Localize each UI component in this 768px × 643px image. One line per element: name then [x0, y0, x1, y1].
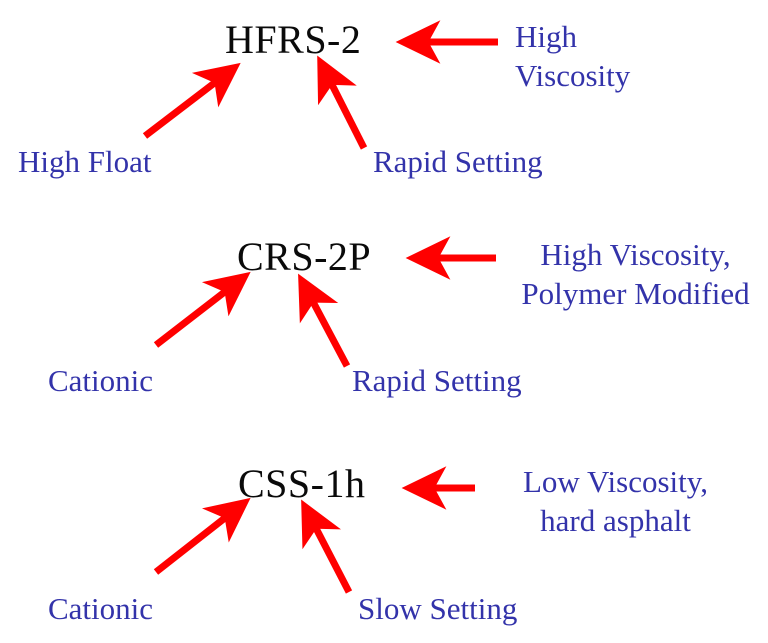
annotation-hfrs-2-left: High Float	[18, 144, 152, 179]
annotation-css-1h-left: Cationic	[48, 591, 154, 626]
annotation-hfrs-2-bottom-right: Rapid Setting	[373, 144, 543, 179]
node-crs-2p: CRS-2P	[237, 234, 372, 279]
arrow-crs2p-rapid-setting	[298, 273, 351, 368]
annotation-css-1h-right-line-1: Low Viscosity,	[522, 464, 708, 499]
annotation-css-1h-right: Low Viscosity, hard asphalt	[498, 463, 733, 541]
annotation-hfrs-2-right: High Viscosity	[515, 18, 655, 96]
annotation-crs-2p-right-line-1: High Viscosity,	[540, 237, 731, 272]
annotation-css-1h-bottom-right: Slow Setting	[358, 591, 518, 626]
annotation-crs-2p-right-line-2: Polymer Modified	[521, 275, 750, 311]
arrow-hfrs2-high-float	[142, 62, 241, 139]
annotation-crs-2p-right: High Viscosity, Polymer Modified	[508, 236, 763, 314]
annotation-hfrs-2-right-line-1: High	[515, 19, 577, 54]
node-css-1h: CSS-1h	[238, 461, 366, 506]
annotation-crs-2p-bottom-right: Rapid Setting	[352, 363, 522, 398]
arrow-css1h-slow-setting	[301, 499, 353, 594]
arrow-hfrs2-rapid-setting	[317, 55, 368, 150]
arrow-crs2p-cationic	[153, 271, 251, 348]
annotation-crs-2p-left: Cationic	[48, 363, 154, 398]
node-hfrs-2: HFRS-2	[225, 17, 362, 62]
arrow-css1h-cationic	[153, 497, 251, 575]
annotation-css-1h-right-line-2: hard asphalt	[540, 502, 691, 538]
annotation-hfrs-2-right-line-2: Viscosity	[515, 57, 631, 93]
